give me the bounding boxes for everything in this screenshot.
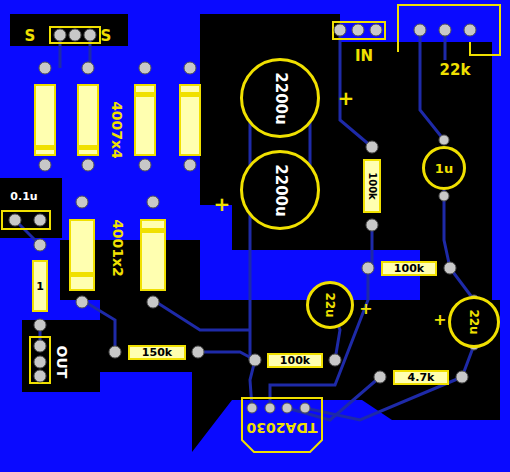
silkscreen-label: TDA2030 <box>247 421 318 435</box>
silkscreen-label: IN <box>355 49 373 64</box>
resistor-symbol: 150k <box>128 345 186 360</box>
traces <box>15 30 474 420</box>
silkscreen-label: + <box>359 301 372 317</box>
silkscreen-label: + <box>433 312 446 328</box>
value-label: 22u <box>324 292 336 317</box>
capacitor-symbol: 22u <box>448 296 500 348</box>
value-label: 22u <box>468 309 480 334</box>
diode-bands <box>35 92 200 277</box>
pads <box>9 24 479 413</box>
value-label: 1u <box>435 162 453 175</box>
resistor-symbol: 1 <box>32 260 48 312</box>
silkscreen-label: OUT <box>55 346 69 379</box>
silkscreen-label: + <box>214 194 231 214</box>
value-label: 4.7k <box>408 372 435 383</box>
silkscreen-label: 0.1u <box>10 191 37 202</box>
silkscreen-label: 22k <box>440 63 471 78</box>
copper-gaps <box>0 14 500 452</box>
silkscreen-label: S <box>25 29 36 44</box>
capacitor-symbol: 22u <box>306 281 354 329</box>
diode-symbols <box>35 85 200 290</box>
capacitor-symbol: 2200u <box>240 58 320 138</box>
value-label: 100k <box>367 172 377 200</box>
capacitor-symbol: 1u <box>422 146 466 190</box>
value-label: 2200u <box>273 72 288 124</box>
value-label: 150k <box>142 347 172 358</box>
resistor-symbol: 4.7k <box>393 370 449 385</box>
silkscreen-label: S <box>101 29 112 44</box>
value-label: 1 <box>36 281 44 292</box>
resistor-symbol: 100k <box>363 159 381 213</box>
silkscreen <box>2 5 500 452</box>
capacitor-symbol: 2200u <box>240 150 320 230</box>
resistor-symbol: 100k <box>381 261 437 276</box>
value-label: 100k <box>280 355 310 366</box>
silkscreen-label: 4001x2 <box>111 219 125 277</box>
silkscreen-label: + <box>338 88 355 108</box>
value-label: 100k <box>394 263 424 274</box>
resistor-symbol: 100k <box>267 353 323 368</box>
value-label: 2200u <box>273 164 288 216</box>
silkscreen-label: 4007x4 <box>110 101 124 159</box>
